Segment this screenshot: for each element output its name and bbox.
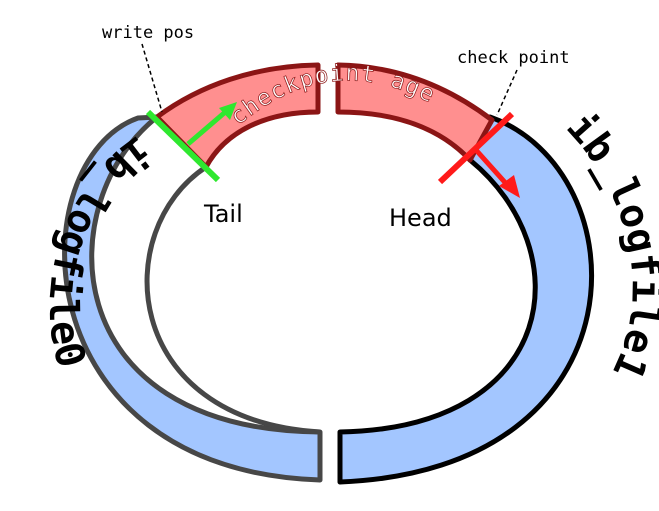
- write-pos-marker: [145, 102, 237, 183]
- checkpoint-age-segment-left: [154, 62, 321, 170]
- logfile0-segment: [62, 114, 323, 483]
- check-point-pointer: [496, 69, 518, 116]
- write-pos-label: write pos: [102, 23, 194, 43]
- tail-label: Tail: [203, 200, 243, 228]
- logfile1-segment: [337, 114, 595, 485]
- check-point-marker: [437, 111, 520, 198]
- check-point-label: check point: [457, 48, 570, 68]
- logfile0-inner-edge: [144, 164, 321, 435]
- head-label: Head: [389, 204, 452, 232]
- check-point-arrowhead: [499, 175, 520, 198]
- write-pos-arrowhead: [219, 102, 237, 120]
- write-pos-pointer: [141, 43, 163, 113]
